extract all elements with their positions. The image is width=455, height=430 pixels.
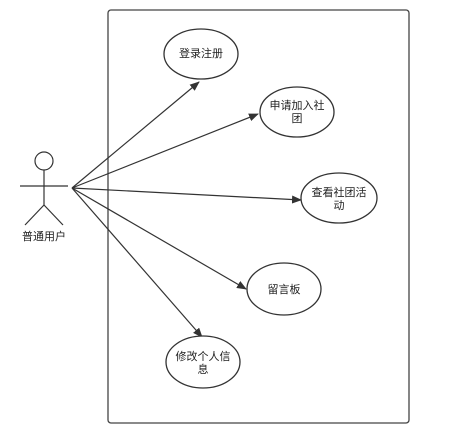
actor-head [34,151,54,171]
use-case-edit-info-line-2: 息 [197,363,209,376]
use-case-message-board-label: 留言板 [247,283,321,296]
use-case-edit-info-line-1: 修改个人信 [175,350,231,363]
use-case-message-board-line-1: 留言板 [267,283,301,296]
use-case-join-club-label: 申请加入社 团 [260,99,334,125]
use-case-view-activities-line-1: 查看社团活 [311,186,367,199]
association-edit-info [71,187,203,338]
association-join-club [71,113,259,189]
actor-right-leg [43,204,64,226]
use-case-login-line-1: 登录注册 [179,47,223,60]
associations [71,81,302,338]
use-case-edit-info-label: 修改个人信 息 [166,350,240,376]
association-message-board [71,187,247,290]
use-case-view-activities [300,172,378,224]
use-case-join-club-line-2: 团 [291,112,303,125]
use-case-view-activities-label: 查看社团活 动 [301,186,377,212]
use-case-login [163,28,239,80]
association-login [71,81,200,189]
actor-figure [20,151,68,226]
actor-label: 普通用户 [22,230,66,243]
association-view-activities [71,187,302,204]
use-case-view-activities-line-2: 动 [333,199,345,212]
actor-left-leg [24,204,45,226]
use-case-login-label: 登录注册 [164,47,238,60]
use-case-edit-info [165,335,241,389]
use-case-message-board [246,262,322,316]
use-case-join-club-line-1: 申请加入社 [269,99,325,112]
use-case-join-club [259,86,335,138]
